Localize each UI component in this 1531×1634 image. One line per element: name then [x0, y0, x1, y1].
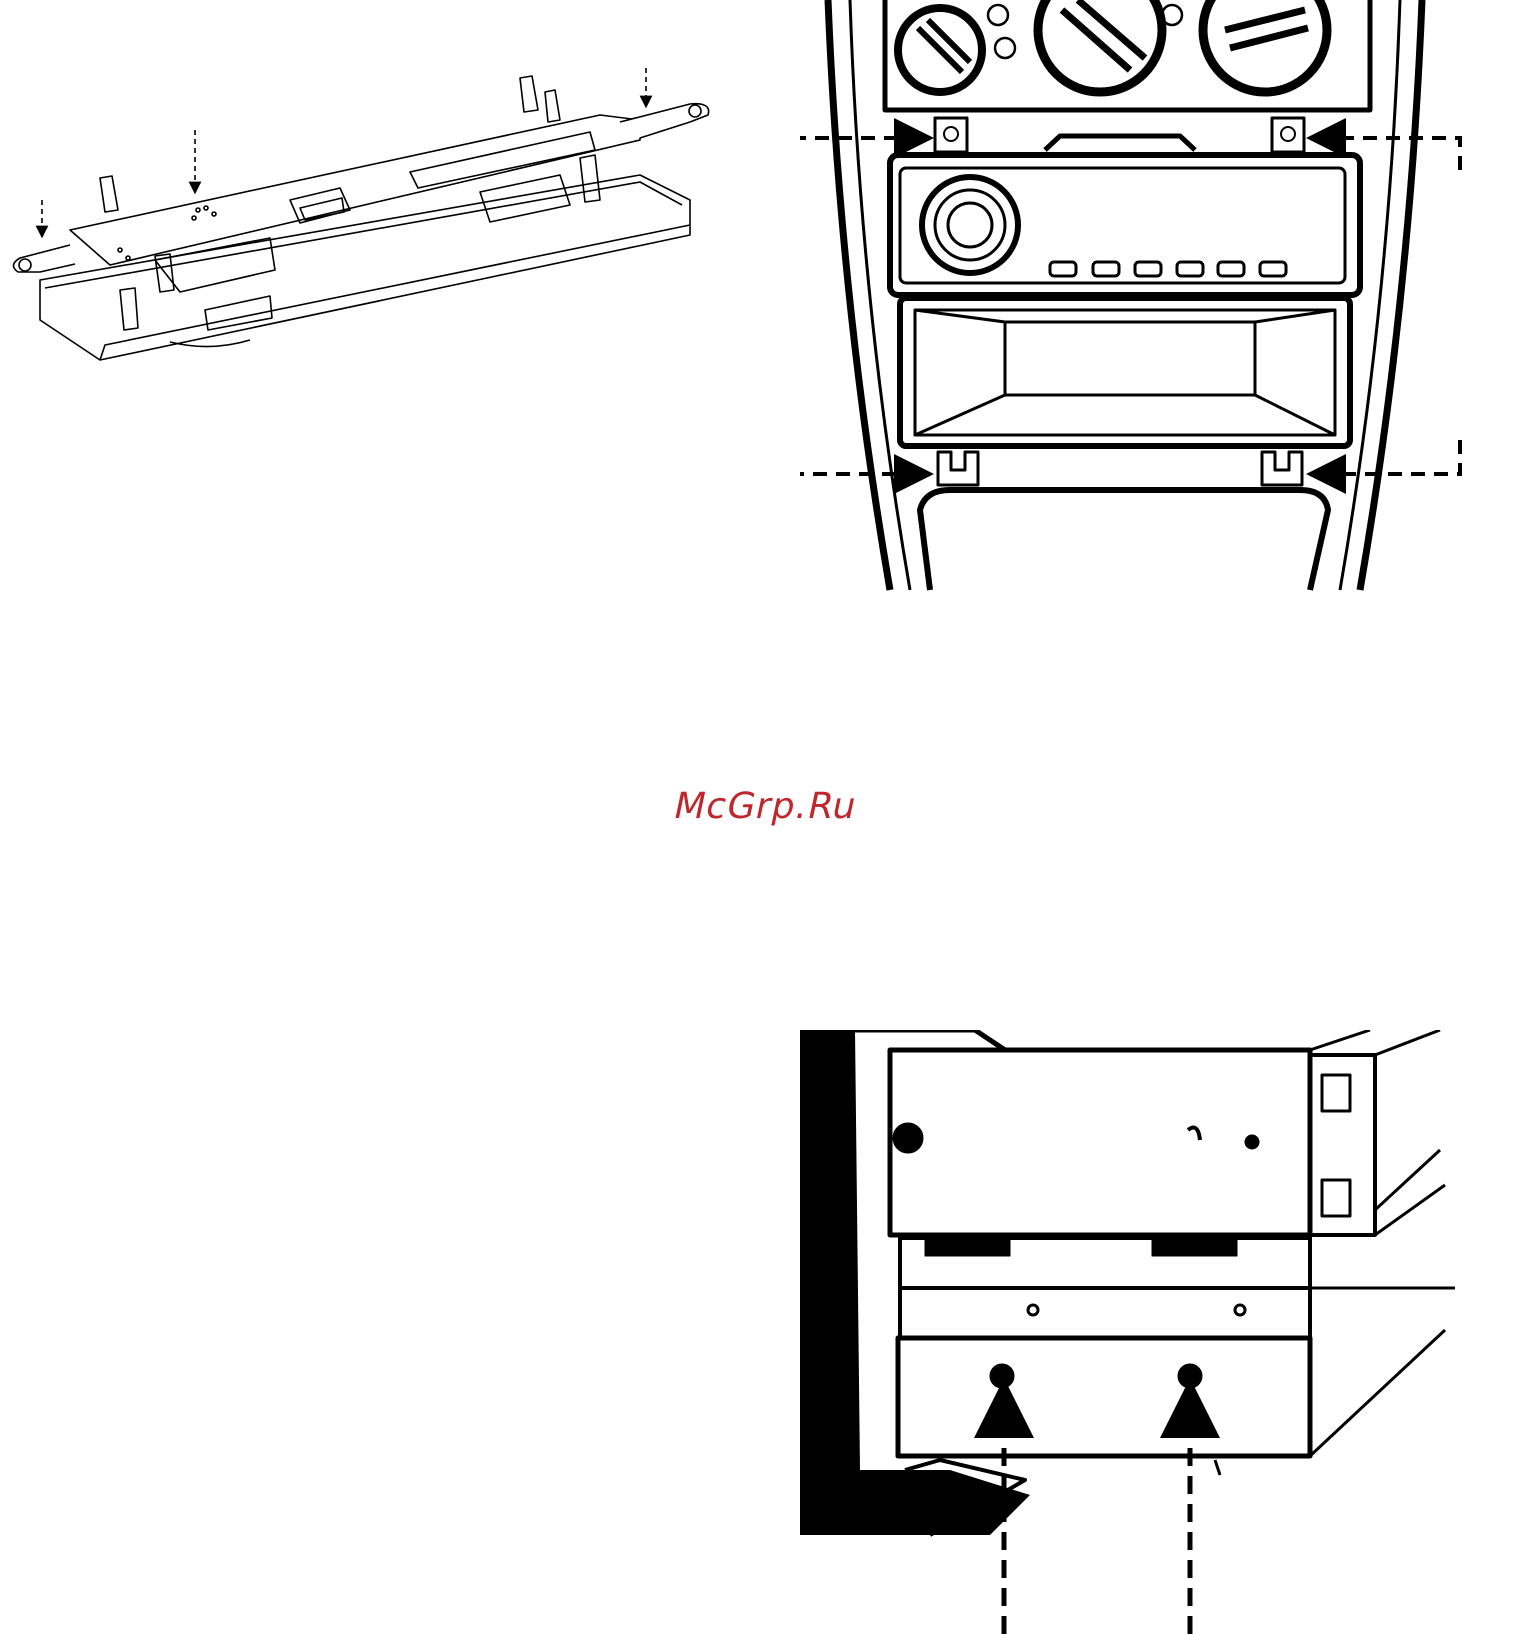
watermark-text: McGrp.Ru — [0, 786, 1531, 827]
chassis-illustration — [800, 1030, 1531, 1634]
bracket-illustration — [0, 60, 760, 390]
console-illustration — [800, 0, 1531, 620]
